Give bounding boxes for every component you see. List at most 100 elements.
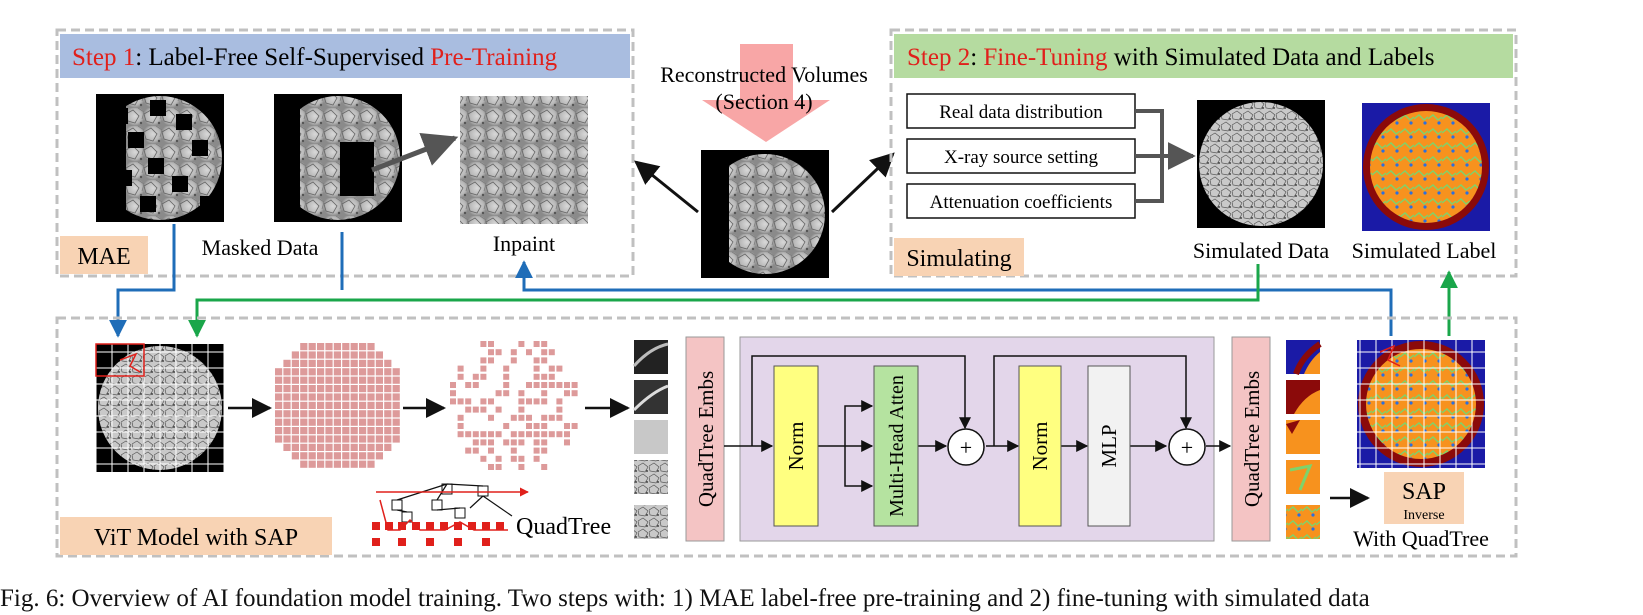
patch-cell [359,351,367,359]
patch-cell [275,410,283,418]
patch-cell [291,393,299,401]
patch-cell [472,447,479,454]
norm-1-label: Norm [784,422,808,471]
svg-text:Attenuation coefficients: Attenuation coefficients [930,192,1113,213]
patch-cell [283,385,291,393]
patch-cell [367,460,375,468]
patch-cell [457,373,464,380]
patch-cell [325,351,333,359]
patch-cell [392,435,400,443]
patch-cell [375,351,383,359]
patch-cell [488,341,494,347]
patch-cell [333,359,341,367]
patch-cell [533,357,540,364]
patch-cell [300,452,308,460]
patch-cell [518,406,525,413]
patch-cell [359,452,367,460]
patch-cell [333,427,341,435]
vit-panel: QuadTree QuadTree Embs Norm [55,316,1518,558]
patch-cell [367,443,375,451]
patch-cell [275,435,283,443]
token-strip-left [632,340,669,539]
patch-cell [480,439,487,446]
patch-cell [541,382,548,388]
patch-cell [450,390,456,397]
patch-cell [541,447,548,454]
svg-text:+: + [960,435,972,460]
patch-cell [300,376,308,384]
patch-cell [333,351,341,359]
patch-cell [457,365,464,372]
with-quadtree-label: With QuadTree [1353,526,1489,551]
patch-cell [333,393,341,401]
patch-cell [367,401,375,409]
patch-cell [480,373,487,380]
patch-cell [375,393,383,401]
sap-label: SAP [1402,479,1446,505]
simulated-data-image [1197,100,1325,228]
patch-cell [342,359,350,367]
patch-cell [465,431,472,438]
patch-cell [541,349,548,356]
patch-cell [503,382,510,388]
vit-output-image [1357,340,1485,468]
patch-cell [518,455,525,462]
quadtree-label: QuadTree [516,514,611,540]
patch-cell [533,382,540,388]
patch-cell [317,401,325,409]
patch-cell [526,414,532,421]
patch-cell [300,435,308,443]
patch-cell [533,341,540,347]
patch-cell [308,343,316,351]
patch-cell [541,439,548,446]
to-step1-arrow [634,160,699,214]
patch-cell [308,376,316,384]
inpaint-image [460,96,588,224]
patch-cell [325,427,333,435]
patch-cell [392,410,400,418]
patch-cell [526,423,532,429]
patch-cell [510,439,517,446]
patch-cell [317,410,325,418]
patch-cell [384,418,392,426]
quadtree-embs-left-label: QuadTree Embs [694,371,718,507]
patch-cell [375,401,383,409]
patch-cell [465,447,472,454]
patch-cell [325,343,333,351]
patch-cell [333,368,341,376]
patch-cell [488,439,494,446]
patch-cell [291,351,299,359]
patch-cell [450,382,456,388]
patch-cell [488,349,494,356]
patch-cell [325,460,333,468]
patch-cell [350,368,358,376]
patch-cell [325,443,333,451]
transformer-flow [724,355,1232,492]
patch-cell [367,393,375,401]
mlp-block [1087,365,1131,527]
mlp-label: MLP [1097,424,1121,467]
patch-cell [503,390,510,397]
patch-cell [375,427,383,435]
param-xray-source-setting: X-ray source setting [906,138,1136,174]
patch-cell [291,368,299,376]
patch-cell [375,410,383,418]
patch-cell [291,359,299,367]
patch-cell [503,365,510,372]
patch-cell [571,423,578,429]
simulated-label-label: Simulated Label [1352,238,1497,263]
patch-cell [503,423,510,429]
patch-cell [367,427,375,435]
patch-cell [503,373,510,380]
patch-cell [541,431,548,438]
patch-cell [495,464,502,470]
vit-model-label-box [60,517,332,555]
norm-block-1 [773,365,819,527]
patch-cell [350,393,358,401]
patch-cell [342,385,350,393]
patch-cell [556,398,563,405]
patch-cell [472,382,479,388]
patch-cell [300,393,308,401]
patch-cell [359,343,367,351]
